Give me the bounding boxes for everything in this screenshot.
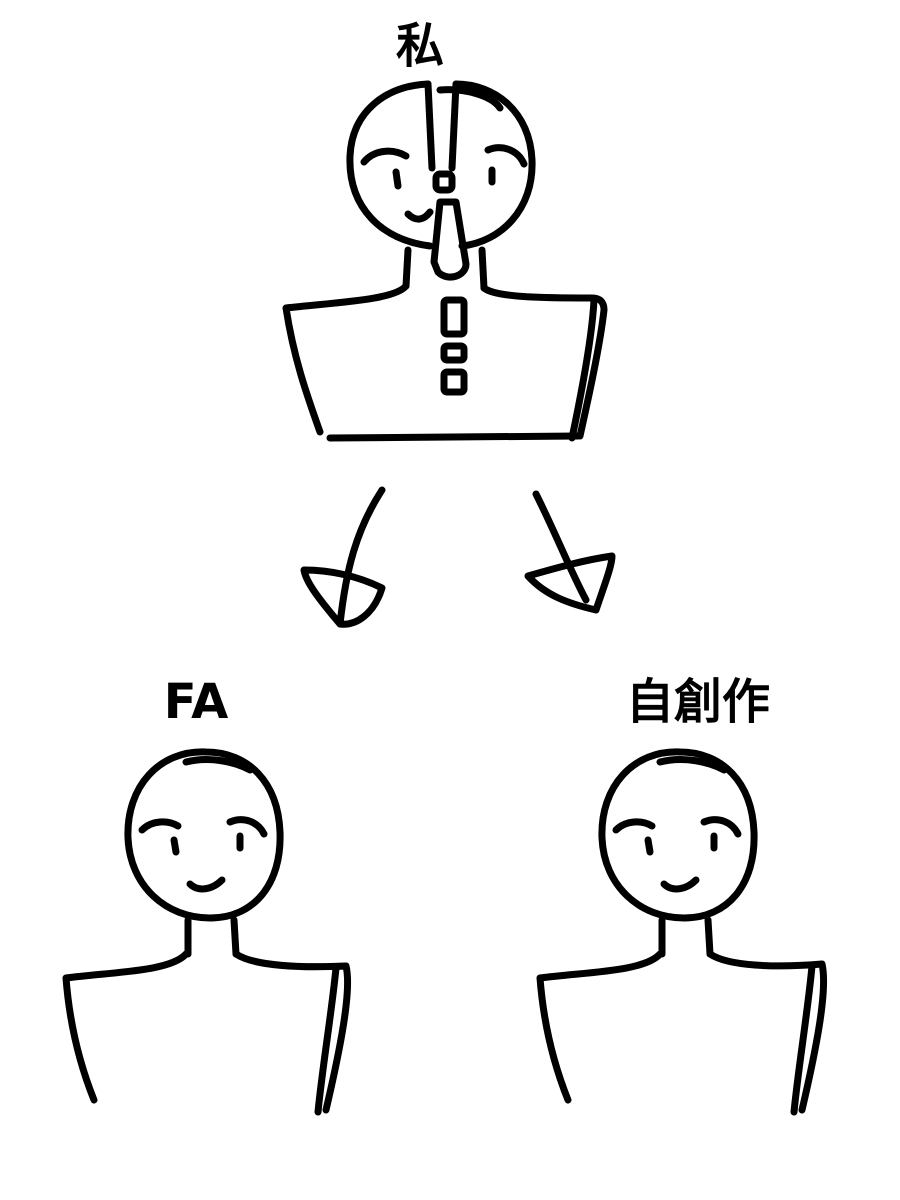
arm-top-right-double: [568, 296, 598, 442]
bottom-line-top: [326, 432, 582, 442]
zipper-pull: [430, 198, 470, 281]
eyebrow-left-right: [226, 816, 268, 838]
arrow-right-shaft: [532, 490, 590, 604]
head-top-right: [452, 80, 536, 250]
mouth-right: [660, 876, 700, 893]
head-right: [598, 748, 758, 922]
mouth-left: [186, 876, 226, 893]
zipper-link-1: [440, 296, 468, 338]
eyebrow-top-right: [484, 144, 528, 168]
neck-top-right: [478, 246, 488, 292]
figure-top: 私: [282, 18, 608, 442]
arm-left-right-double: [314, 964, 340, 1116]
shoulder-top-left: [282, 282, 410, 436]
arrow-left: [300, 486, 386, 628]
shoulder-right-left: [536, 950, 664, 1104]
hair-left-arc: [182, 756, 254, 774]
label-right: 自創作: [626, 674, 770, 730]
eyebrow-left-left: [138, 818, 182, 834]
neck-right-right: [704, 916, 714, 958]
zipper-link-3: [440, 368, 468, 396]
head-left: [124, 748, 284, 922]
eye-left-left: [170, 836, 180, 856]
arrow-right-head: [524, 552, 616, 614]
figure-left: FA: [62, 674, 352, 1116]
label-left: FA: [164, 674, 228, 730]
eyebrow-right-left: [612, 818, 656, 834]
eyebrow-right-right: [700, 816, 742, 838]
arrow-left-shaft: [336, 486, 386, 628]
zipper-link-2: [440, 342, 468, 364]
shoulder-top-right: [480, 284, 608, 440]
split-line-top-left: [424, 80, 436, 172]
head-top-left: [346, 80, 434, 250]
shoulder-right-right: [706, 950, 828, 1114]
eye-top-left: [392, 168, 402, 190]
hair-right-arc: [656, 756, 728, 774]
hair-top-arc: [436, 86, 504, 112]
figure-right: 自創作: [536, 674, 828, 1116]
label-top: 私: [396, 18, 444, 74]
mouth-top: [404, 208, 434, 223]
arm-right-right-double: [790, 962, 816, 1116]
arrow-left-head: [300, 566, 386, 628]
eye-right-left: [644, 836, 654, 856]
eyebrow-top-left: [360, 147, 410, 166]
split-line-top-right: [448, 80, 460, 172]
arrow-right: [524, 490, 616, 614]
shoulder-left-left: [62, 950, 190, 1104]
neck-left-right: [230, 916, 240, 958]
zipper-tab-small: [432, 170, 456, 194]
shoulder-left-right: [232, 950, 352, 1114]
neck-top-left: [402, 246, 412, 290]
